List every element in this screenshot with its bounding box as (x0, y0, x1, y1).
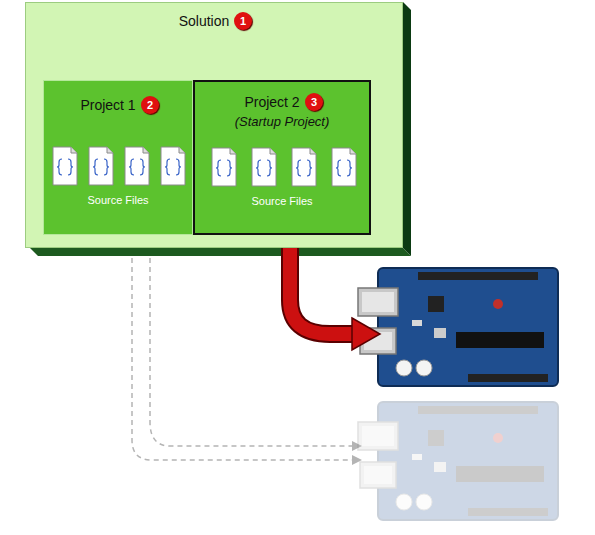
callout-number: 1 (234, 12, 252, 30)
solution-heading: Solution (179, 13, 230, 29)
solution-box: SolutionProject 1 Source Files Project 2 (S… (25, 2, 403, 248)
files-caption: Source Files (251, 195, 312, 207)
files-caption: Source Files (87, 194, 148, 206)
startup-project-box: Project 2 (Startup Project) Source Files (193, 80, 371, 235)
callout-number: 2 (141, 96, 159, 114)
project-heading: Project 2 (244, 94, 299, 110)
project-box: Project 1 Source Files (43, 80, 193, 235)
project-heading: Project 1 (80, 97, 135, 113)
startup-note: (Startup Project) (235, 114, 330, 129)
callout-number: 3 (305, 93, 323, 111)
